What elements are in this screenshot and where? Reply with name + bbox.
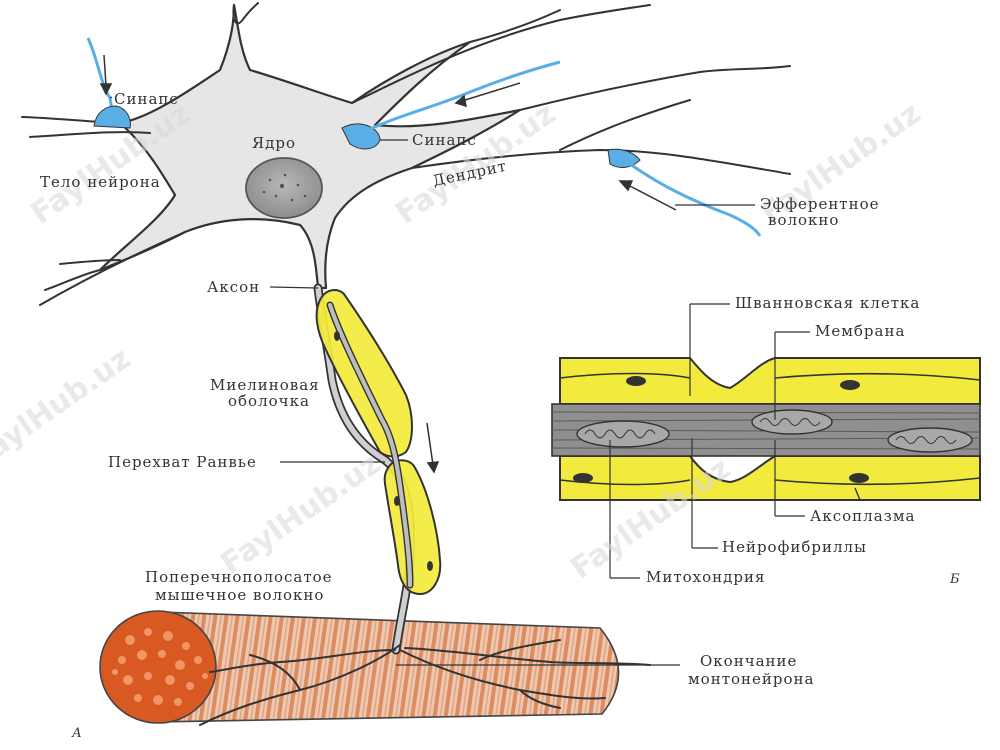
label-synapse-right: Синапс: [412, 131, 477, 149]
label-schwann: Шванновская клетка: [735, 294, 920, 312]
panel-label-b: Б: [949, 572, 960, 587]
axon: [313, 283, 442, 655]
nucleus: [245, 157, 323, 219]
myelin-detail-section: [551, 357, 981, 501]
label-myelin-2: оболочка: [228, 392, 310, 410]
motor-endings: [199, 639, 651, 726]
efferent-fiber: [607, 148, 762, 237]
muscle-fiber: [99, 610, 620, 724]
label-synapse-left: Синапс: [114, 90, 179, 108]
label-ending-1: Окончание: [700, 652, 797, 670]
label-nucleus: Ядро: [252, 134, 296, 152]
neuron-body: [21, 2, 791, 306]
label-mitochondria: Митохондрия: [646, 568, 765, 586]
label-axoplasm: Аксоплазма: [810, 507, 915, 525]
signal-arrows: [99, 54, 677, 474]
label-myelin-1: Миелиновая: [210, 376, 320, 394]
label-ending-2: монтонейрона: [688, 670, 814, 688]
label-ranvier: Перехват Ранвье: [108, 453, 257, 471]
label-efferent-2: волокно: [768, 211, 839, 229]
label-muscle-1: Поперечнополосатое: [145, 568, 333, 586]
muscle-fiber-cross-section: [99, 610, 217, 724]
label-efferent-1: Эфферентное: [760, 195, 880, 213]
label-cell-body: Тело нейрона: [40, 173, 161, 191]
synapse-right: [341, 60, 561, 150]
label-muscle-2: мышечное волокно: [155, 586, 324, 604]
label-neurofibrils: Нейрофибриллы: [722, 538, 867, 556]
synapse-left: [86, 37, 131, 129]
panel-label-a: А: [71, 726, 82, 741]
label-axon: Аксон: [207, 278, 260, 296]
leader-lines: [109, 96, 810, 666]
label-membrane: Мембрана: [815, 322, 905, 340]
mitochondria: [576, 409, 973, 453]
